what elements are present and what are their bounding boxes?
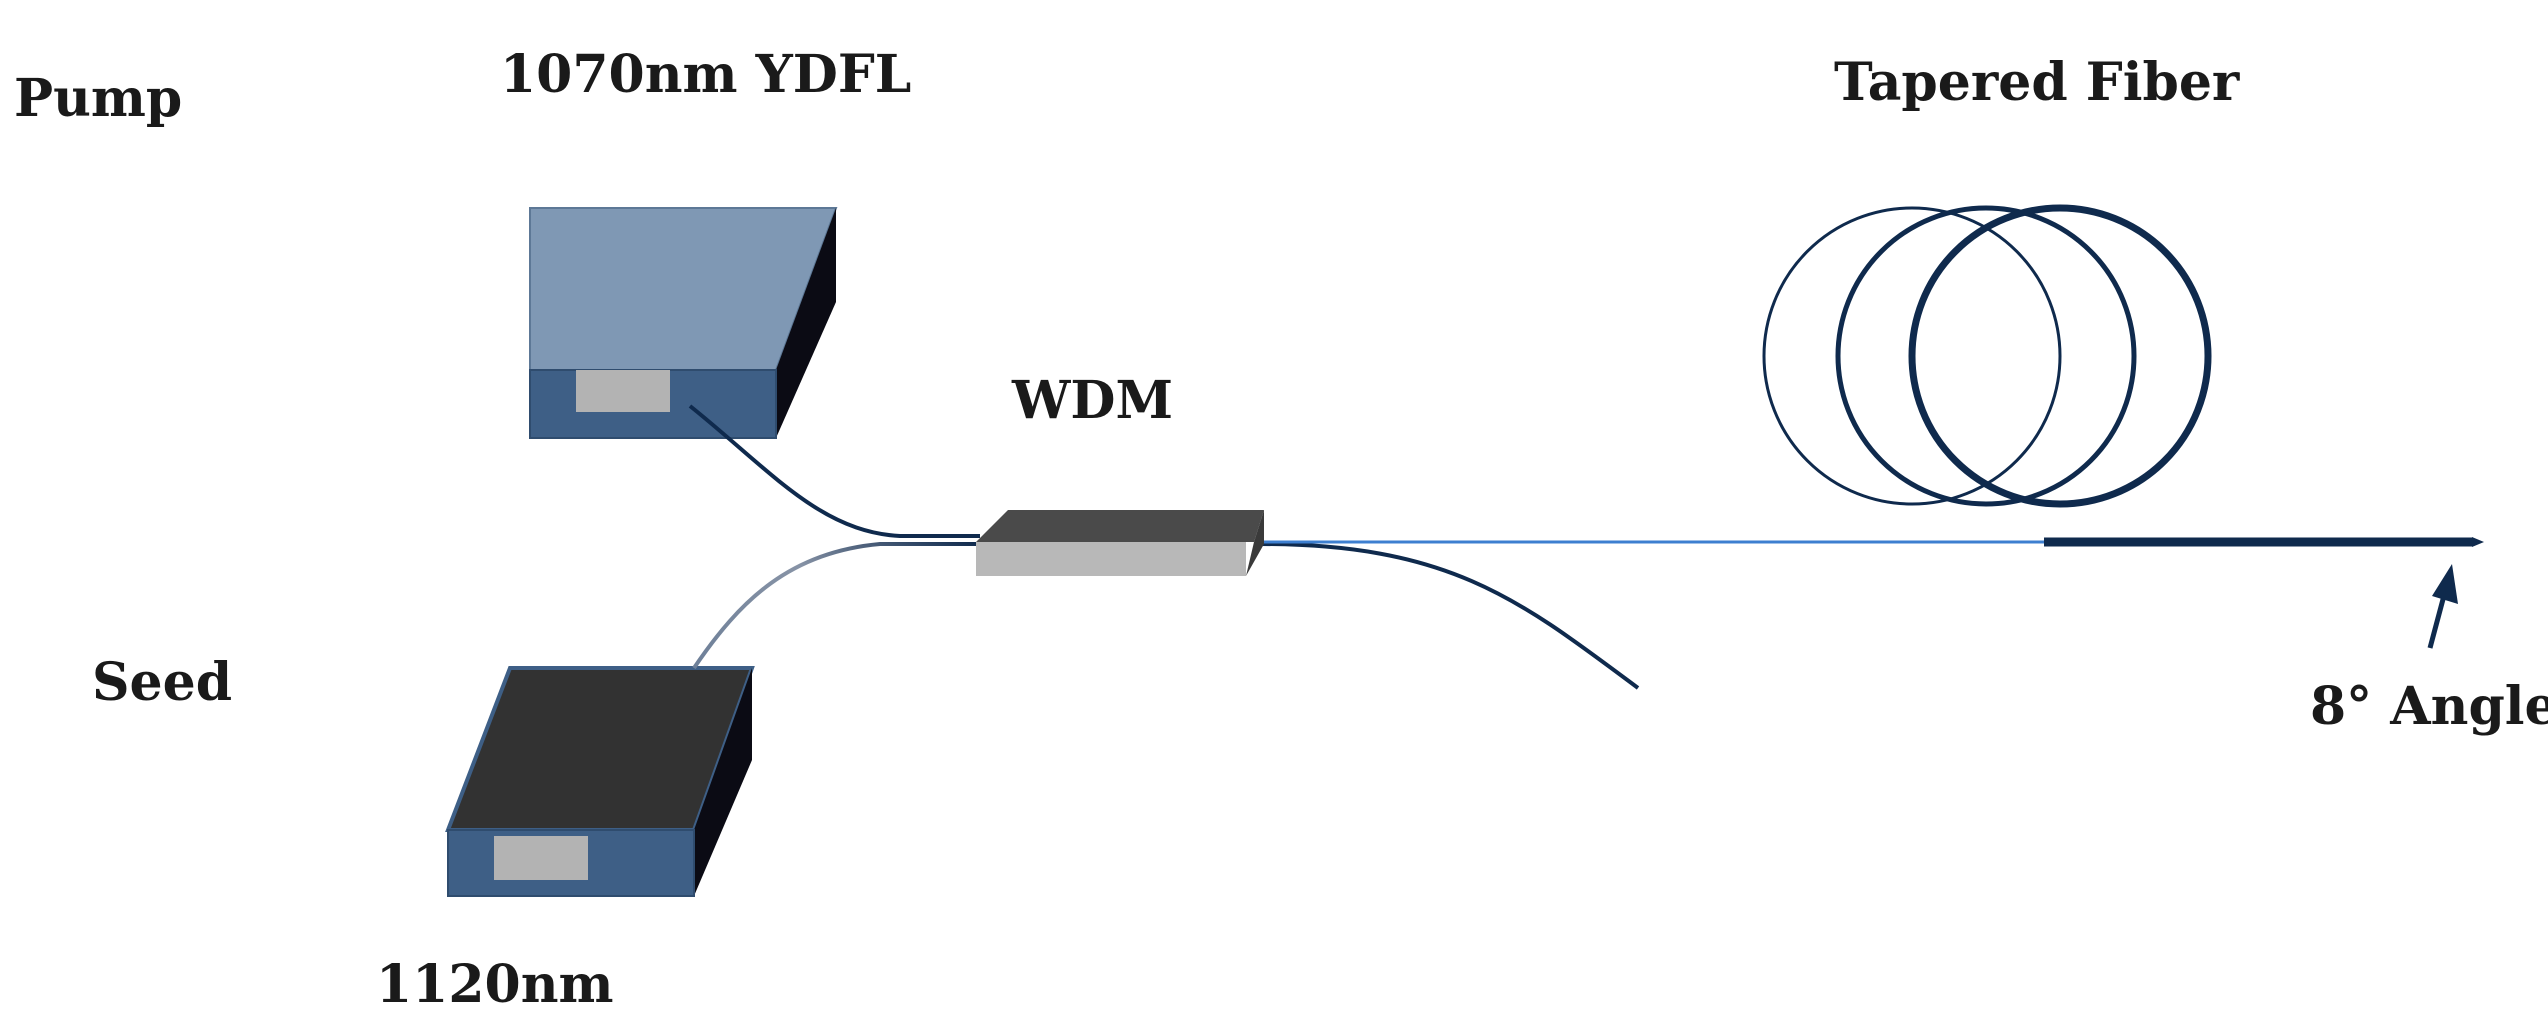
seed-fiber: [692, 542, 980, 670]
unused-output-fiber: [1259, 542, 1640, 690]
pump-port: [576, 370, 670, 412]
seed-box-side: [694, 668, 752, 896]
tapered-fiber-label: Tapered Fiber: [1834, 52, 2240, 113]
wdm-front: [976, 542, 1246, 576]
pump-label: Pump: [14, 68, 182, 129]
tapered-fiber-coil-icon: [1762, 204, 2484, 547]
angle-label: 8° Angle: [2310, 676, 2548, 737]
arrow-up-icon: [2427, 564, 2458, 649]
wdm-side: [1246, 510, 1264, 576]
wdm-label: WDM: [1011, 370, 1173, 431]
pump-laser-box-icon: [529, 207, 838, 439]
coil-loop-1: [1762, 206, 2062, 506]
wdm-top: [976, 510, 1264, 542]
wdm-coupler-icon: [976, 510, 1264, 576]
seed-laser-box-icon: [445, 666, 755, 897]
pump-source-label: 1070nm YDFL: [500, 44, 911, 105]
coil-loop-3: [1908, 204, 2212, 508]
coil-loop-2: [1835, 205, 2137, 507]
seed-port: [494, 836, 588, 880]
seed-source-label: 1120nm: [376, 954, 614, 1015]
pump-box-side: [776, 208, 836, 438]
pump-fiber: [688, 404, 980, 538]
angled-end: [2472, 537, 2484, 547]
seed-label: Seed: [92, 652, 232, 713]
